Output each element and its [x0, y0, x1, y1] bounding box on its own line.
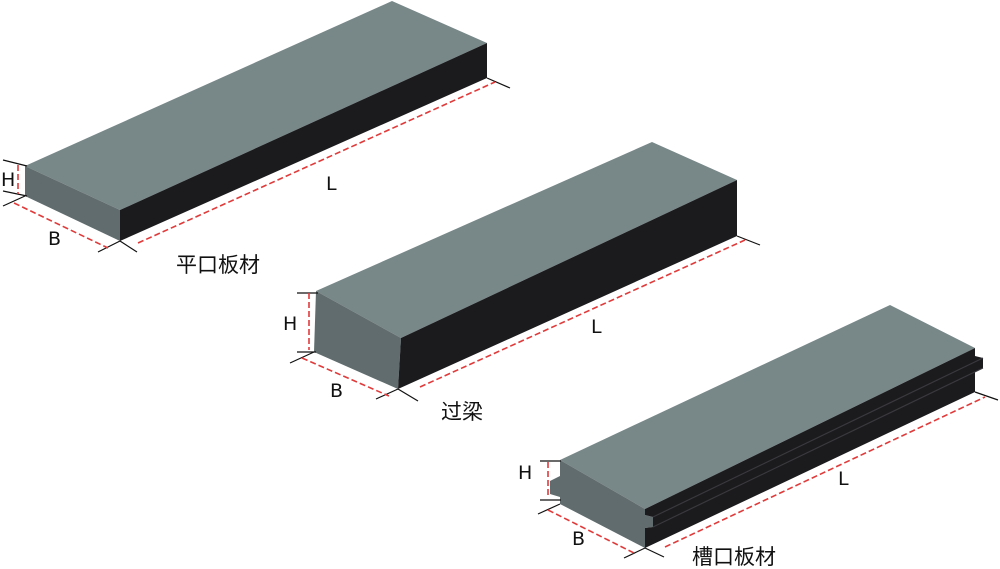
lintel-b-label: B [330, 380, 343, 402]
grooved-board: H B L 槽口板材 [518, 305, 999, 569]
lintel-ext-line [736, 235, 761, 246]
grooved-board-b-dim-line [547, 509, 635, 554]
lintel-ext-line [289, 351, 315, 364]
lintel-h-label: H [283, 313, 297, 335]
flat-board-name: 平口板材 [176, 253, 260, 277]
flat-board-ext-line [2, 190, 28, 197]
flat-board-ext-line [2, 195, 26, 207]
grooved-board-l-label: L [838, 468, 849, 490]
lintel-top-face [316, 142, 737, 338]
grooved-board-name: 槽口板材 [692, 545, 776, 569]
flat-board-l-label: L [326, 173, 337, 195]
lintel-name: 过梁 [441, 400, 483, 424]
flat-board-top-face [25, 1, 487, 210]
lintel-side-face [398, 180, 737, 389]
flat-board-ext-line [119, 240, 138, 253]
grooved-board-ext-line [537, 503, 561, 515]
flat-board-side-face [120, 43, 487, 241]
flat-board-ext-line [2, 159, 28, 167]
lintel-ext-line [397, 388, 419, 402]
grooved-board-ext-line [974, 391, 999, 401]
grooved-board-ext-line [623, 547, 646, 559]
flat-board-b-dim-line [13, 202, 109, 249]
grooved-board-top-face [560, 305, 975, 509]
lintel-beam: H B L 过梁 [283, 142, 761, 424]
flat-board-b-label: B [48, 228, 61, 250]
lintel-l-label: L [591, 316, 602, 338]
flat-board-front-face [25, 166, 120, 241]
lintel-ext-line [375, 388, 399, 400]
flat-board-h-label: H [1, 169, 15, 191]
grooved-board-h-label: H [518, 462, 532, 484]
grooved-board-side-face [645, 348, 983, 548]
grooved-board-l-dim-line [664, 396, 986, 548]
lintel-l-dim-line [419, 239, 746, 388]
flat-board-l-dim-line [137, 81, 496, 244]
grooved-board-b-label: B [572, 528, 585, 550]
flat-board-ext-line [486, 77, 511, 89]
grooved-board-front-face [550, 460, 653, 548]
grooved-board-ext-line [644, 547, 665, 558]
grooved-board-groove-line [652, 357, 984, 518]
lintel-b-dim-line [301, 357, 390, 397]
grooved-board-groove-line [652, 367, 984, 528]
flat-board: H B L 平口板材 [1, 1, 511, 277]
flat-board-ext-line [97, 240, 121, 253]
lintel-front-face [314, 291, 401, 389]
